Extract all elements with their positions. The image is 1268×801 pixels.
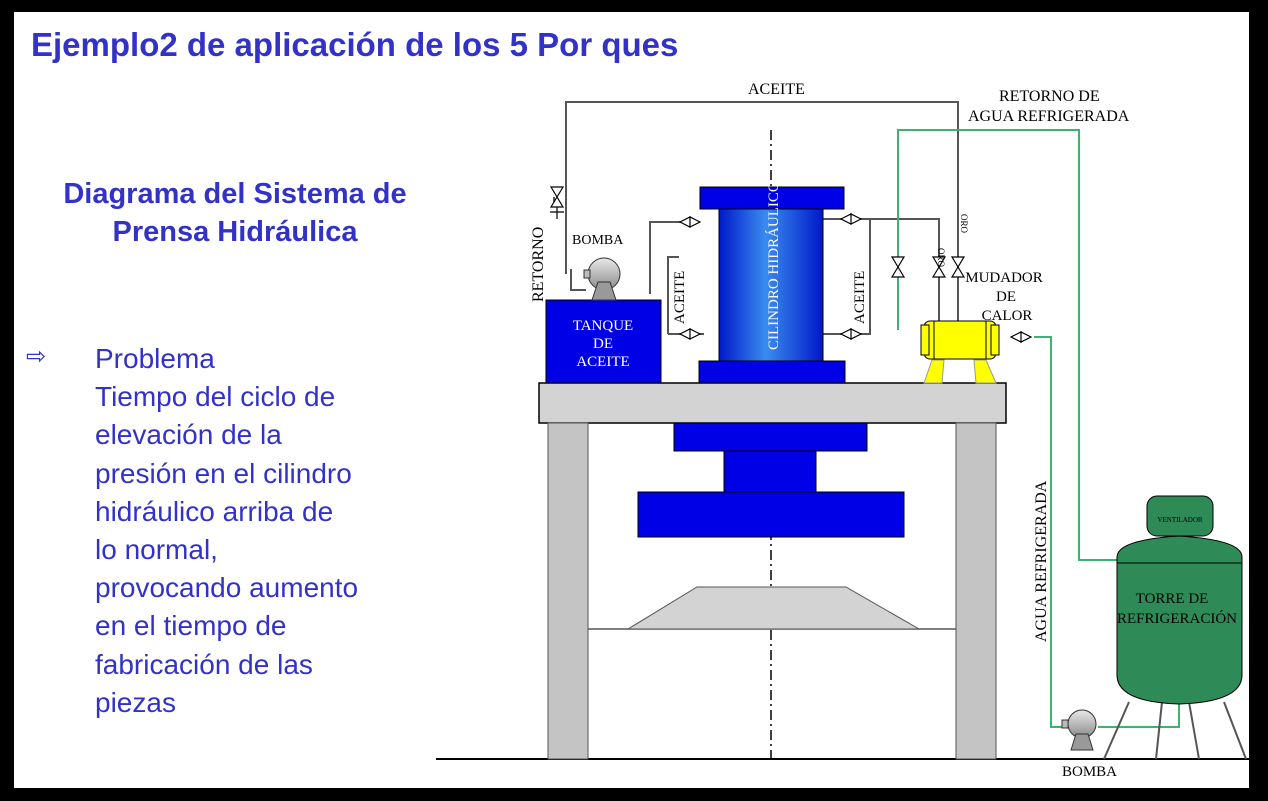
problem-line: hidráulico arriba de (95, 495, 334, 527)
problem-line: fabricación de las (95, 648, 313, 680)
label-mudador-2: DE (996, 289, 1016, 305)
press-ram (637, 422, 905, 538)
valves (549, 186, 1033, 343)
problem-line: en el tiempo de (95, 610, 287, 642)
label-oro-1: ORO (936, 248, 946, 268)
press-frame (538, 382, 1007, 760)
label-bomba-bottom: BOMBA (1062, 764, 1117, 780)
label-tanque-2: DE (593, 336, 613, 352)
label-torre-2: REFRIGERACIÓN (1117, 610, 1237, 627)
oil-pump (583, 257, 621, 301)
diagram-subtitle: Diagrama del Sistema de Prensa Hidráulic… (63, 178, 407, 248)
problem-line: provocando aumento (95, 572, 359, 604)
hydraulic-press-diagram: ACEITE RETORNO DE AGUA REFRIGERADA BOMBA… (436, 81, 1249, 780)
label-cilindro: CILINDRO HIDRÁULICO (765, 181, 782, 350)
label-tanque-1: TANQUE (573, 318, 633, 334)
label-agua-refrigerada: AGUA REFRIGERADA (1033, 480, 1050, 642)
heat-exchanger (920, 320, 1000, 384)
problem-line: piezas (95, 686, 176, 718)
problem-line: presión en el cilindro (95, 457, 352, 489)
label-tanque-3: ACEITE (576, 354, 629, 370)
label-oro-2: ORO (959, 214, 969, 234)
problem-line: lo normal, (95, 534, 218, 566)
oil-tank (545, 299, 662, 384)
slide-frame: Ejemplo2 de aplicación de los 5 Por ques… (14, 12, 1249, 788)
label-retorno: RETORNO (530, 227, 547, 302)
label-aceite-top: ACEITE (748, 81, 805, 98)
cooling-tower (1103, 495, 1247, 760)
label-bomba-top: BOMBA (572, 233, 624, 248)
right-arrow-outline-icon: ⇨ (26, 342, 47, 370)
label-aceite-right: ACEITE (852, 271, 868, 324)
slide-title: Ejemplo2 de aplicación de los 5 Por ques (31, 26, 679, 63)
label-torre-1: TORRE DE (1136, 591, 1209, 607)
label-aceite-left: ACEITE (672, 271, 688, 324)
label-mudador-1: MUDADOR (965, 270, 1043, 286)
water-pump (1061, 709, 1097, 751)
label-mudador-3: CALOR (982, 308, 1033, 324)
problem-line: Tiempo del ciclo de (95, 381, 336, 413)
problem-line: elevación de la (95, 419, 282, 451)
label-ventilador: VENTILADOR (1157, 516, 1202, 524)
diagram-labels: ACEITE RETORNO DE AGUA REFRIGERADA BOMBA… (530, 81, 1237, 780)
cooling-water-lines (897, 129, 1180, 728)
problem-line: Problema (95, 343, 215, 374)
hydraulic-cylinder (698, 186, 846, 384)
label-retorno-agua-2: AGUA REFRIGERADA (968, 108, 1130, 125)
label-retorno-agua-1: RETORNO DE (999, 88, 1100, 105)
